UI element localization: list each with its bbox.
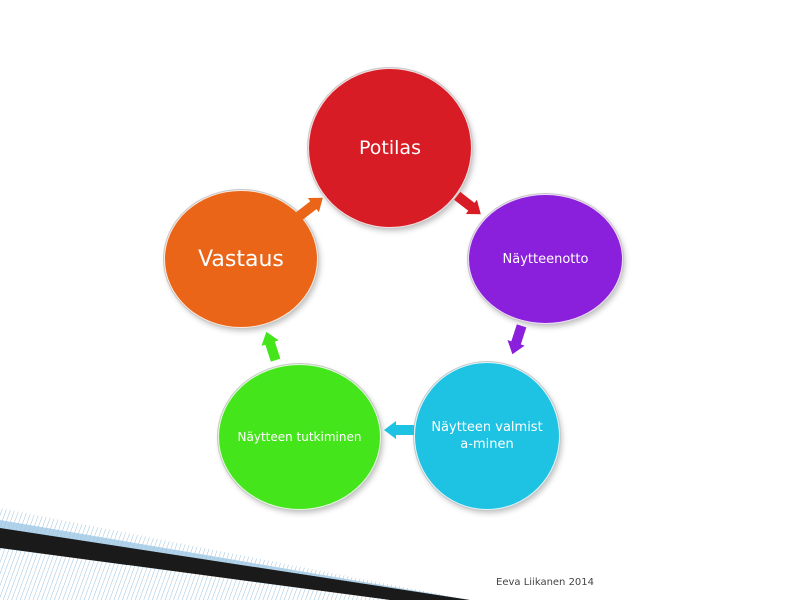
node-vastaus: Vastaus: [164, 190, 318, 328]
light-band: [0, 520, 470, 600]
node-naytteen-tutkiminen: Näytteen tutkiminen: [218, 364, 381, 510]
arrow-vastaus-to-potilas-icon: [294, 191, 329, 224]
node-vastaus-label: Vastaus: [198, 246, 284, 272]
node-potilas: Potilas: [308, 68, 472, 228]
arrow-valmistaminen-to-tutkiminen-icon: [384, 421, 414, 439]
node-naytteen-tutkiminen-label: Näytteen tutkiminen: [237, 429, 362, 444]
arrow-potilas-to-naytteenotto-icon: [452, 189, 487, 222]
node-naytteenotto-label: Näytteenotto: [502, 251, 589, 267]
hatched-band: [0, 508, 470, 600]
footer-author: Eeva Liikanen 2014: [496, 577, 595, 588]
arrow-naytteenotto-to-valmistaminen-icon: [504, 323, 530, 357]
arrow-tutkiminen-to-vastaus-icon: [258, 329, 284, 363]
dark-band: [0, 528, 470, 600]
node-naytteenotto: Näytteenotto: [468, 194, 623, 324]
node-naytteen-valmistaminen-label: Näytteen valmista-minen: [431, 420, 543, 452]
node-potilas-label: Potilas: [359, 137, 421, 159]
node-naytteen-valmistaminen: Näytteen valmista-minen: [414, 362, 560, 510]
